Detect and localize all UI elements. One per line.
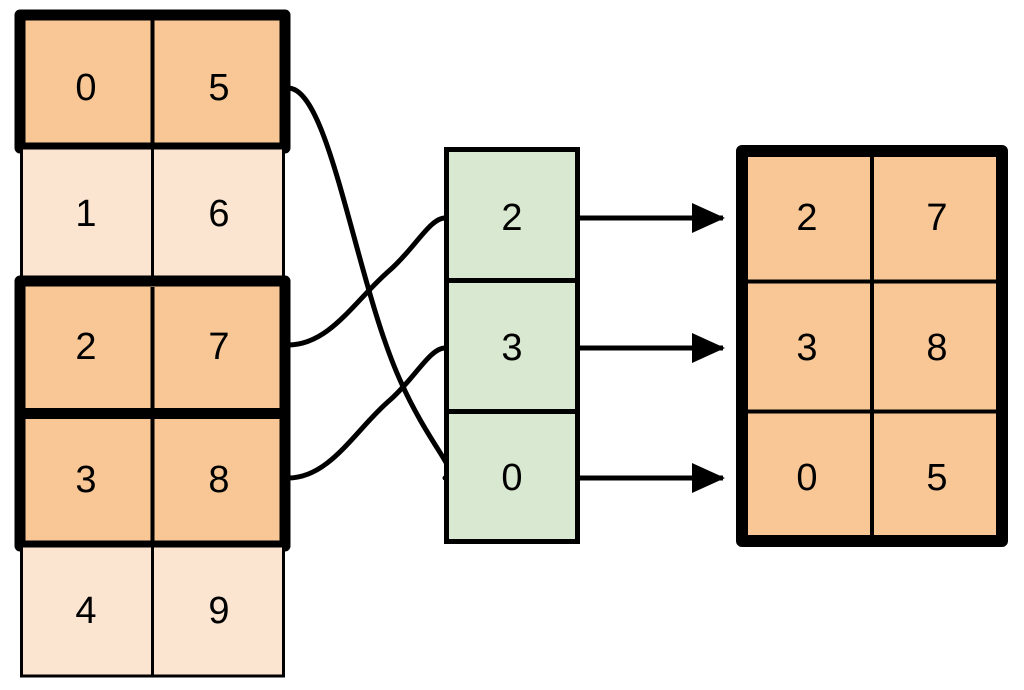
curve-connectors (285, 85, 454, 481)
arrow-connectors (578, 202, 726, 493)
index-vector: 2 3 0 (444, 147, 580, 544)
source-row-4[interactable]: 4 9 (20, 544, 285, 678)
source-selected-block (14, 275, 291, 552)
source-row-1[interactable]: 1 6 (20, 146, 285, 283)
index-vector-outline (444, 147, 580, 544)
curve-row3-to-index1 (285, 345, 448, 481)
source-row-0[interactable]: 0 5 (14, 9, 291, 154)
result-array: 2 7 3 8 0 5 (736, 145, 1008, 547)
source-array: 0 5 1 6 2 7 3 8 (14, 9, 291, 678)
curve-row2-to-index0 (285, 215, 448, 348)
